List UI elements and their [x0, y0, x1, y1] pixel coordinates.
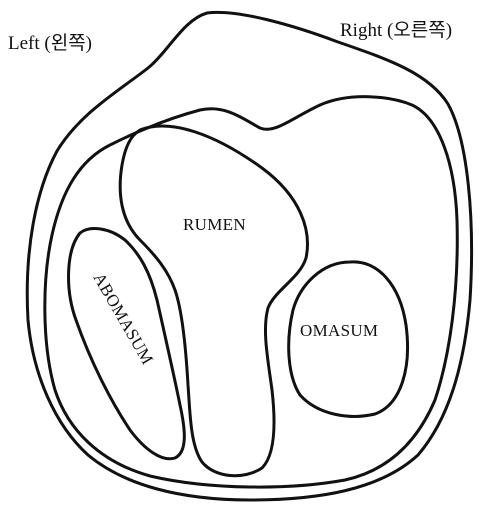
- outer-wall-outline: [27, 12, 471, 500]
- abomasum-label: ABOMASUM: [90, 270, 158, 368]
- rumen-outline: [120, 126, 307, 476]
- rumen-label: RUMEN: [183, 215, 246, 234]
- omasum-label: OMASUM: [300, 321, 378, 340]
- abomasum-outline: [69, 229, 185, 459]
